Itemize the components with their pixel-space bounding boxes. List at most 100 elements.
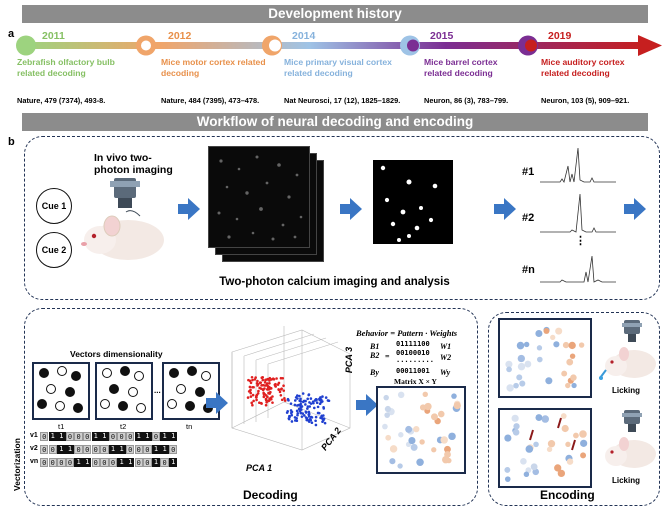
pca-point-blue — [314, 423, 318, 427]
neuron-dot — [579, 430, 587, 438]
neuron-dot — [565, 441, 571, 448]
vector-cell: 0 — [83, 432, 92, 441]
imaging-caption: Two-photon calcium imaging and analysis — [219, 276, 450, 288]
vector-cell: 1 — [169, 458, 178, 467]
vector-cell: 0 — [160, 458, 169, 467]
pca-point-red — [249, 395, 253, 398]
vector-cell: 1 — [117, 458, 126, 467]
pca-point-blue — [296, 412, 300, 415]
vector-cell: 1 — [143, 432, 152, 441]
pca-point-blue — [297, 407, 301, 411]
pca-point-blue — [316, 405, 320, 409]
neuron-dot — [573, 432, 579, 439]
vector-cell: 0 — [143, 458, 152, 467]
neuron-dot — [565, 382, 571, 389]
neuron-dot — [543, 327, 550, 334]
pca-point-red — [265, 400, 268, 404]
encoding-caption: Encoding — [540, 488, 595, 502]
neuron-dot — [571, 382, 577, 389]
pca-point-blue — [301, 392, 305, 395]
neuron-dot — [523, 341, 530, 348]
neuron-dot — [557, 469, 566, 478]
pca-point-blue — [323, 421, 327, 425]
pca-point-red — [252, 385, 255, 389]
neuron-dot — [535, 414, 543, 422]
neuron-dot — [512, 429, 520, 436]
timeline-arrow-head — [638, 35, 662, 56]
mouse-licking-illustration — [599, 320, 656, 380]
year-2019: 2019 — [548, 30, 572, 42]
trace-2 — [540, 193, 616, 233]
mouse-licking-illustration — [605, 410, 656, 468]
pca-point-red — [251, 393, 255, 397]
vector-cell: 0 — [74, 445, 83, 454]
pca-point-red — [246, 396, 250, 399]
pca-point-blue — [311, 400, 315, 403]
neuron-dot — [519, 380, 526, 387]
ref-2015: Neuron, 86 (3), 783–799. — [424, 96, 509, 105]
pca-point-blue — [299, 397, 302, 401]
trace-n — [540, 255, 616, 283]
pca-point-red — [270, 397, 273, 401]
neuron-dot — [504, 466, 511, 473]
pca-point-blue — [314, 419, 317, 423]
pca-point-blue — [289, 411, 293, 415]
pca-point-red — [269, 390, 272, 394]
pca-point-blue — [298, 409, 302, 413]
pca-point-blue — [288, 414, 291, 418]
decoding-caption: Decoding — [243, 488, 298, 502]
pca-point-blue — [298, 394, 301, 398]
vector-cell: 0 — [65, 432, 75, 441]
vector-cell: 0 — [108, 458, 118, 467]
neuron-dot — [561, 370, 568, 377]
pca-point-blue — [295, 417, 298, 420]
vectors-title: Vectors dimensionality — [70, 349, 163, 359]
neuron-dot — [389, 458, 396, 465]
pca-point-blue — [297, 403, 301, 407]
pca-point-red — [260, 402, 263, 405]
vector-cell: 0 — [48, 445, 57, 454]
arrow-right-icon — [340, 198, 362, 220]
trace-label-n: #n — [522, 264, 535, 276]
neuron-dot — [525, 445, 534, 453]
pca-point-red — [248, 385, 252, 389]
year-2014: 2014 — [292, 30, 316, 42]
vector-cell: 0 — [74, 432, 83, 441]
vector-cell: 1 — [108, 445, 118, 454]
pca-point-red — [266, 385, 270, 389]
vector-cell: 0 — [108, 432, 118, 441]
neuron-dot — [560, 413, 567, 419]
neuron-dot — [416, 458, 424, 466]
pca-point-red — [279, 394, 283, 397]
pca-point-blue — [303, 414, 306, 417]
neuron-dot — [385, 434, 392, 441]
neuron-dot — [504, 434, 512, 442]
neuron-dot — [513, 423, 520, 430]
pca-point-blue — [285, 411, 289, 414]
neuron-dot — [397, 391, 405, 399]
development-history-banner: Development history — [22, 5, 648, 23]
neuron-dot — [506, 384, 514, 392]
pca-point-blue — [307, 393, 310, 397]
neuron-dot — [419, 404, 427, 411]
vector-cell: 1 — [74, 458, 83, 467]
pca-point-blue — [309, 418, 313, 422]
vector-cell: 1 — [57, 445, 66, 454]
pca-point-blue — [289, 409, 293, 412]
imaging-title: In vivo two-photon imaging — [94, 152, 173, 176]
pca-point-red — [275, 377, 278, 380]
row-label-v2: v2 — [30, 445, 38, 452]
b-label-2: B2 — [370, 351, 380, 360]
trace-1 — [540, 147, 616, 183]
neuron-dot — [419, 439, 425, 445]
arrow-right-icon — [624, 198, 646, 220]
pca-point-red — [268, 381, 271, 385]
vector-cell: 0 — [117, 432, 126, 441]
neuron-dot — [431, 447, 437, 453]
neuron-dot — [397, 463, 403, 469]
pca-point-red — [282, 384, 285, 387]
matrix-row-2: 00100010 — [396, 349, 430, 357]
ref-2019: Neuron, 103 (5), 909–921. — [541, 96, 630, 105]
pca-point-red — [261, 388, 265, 392]
